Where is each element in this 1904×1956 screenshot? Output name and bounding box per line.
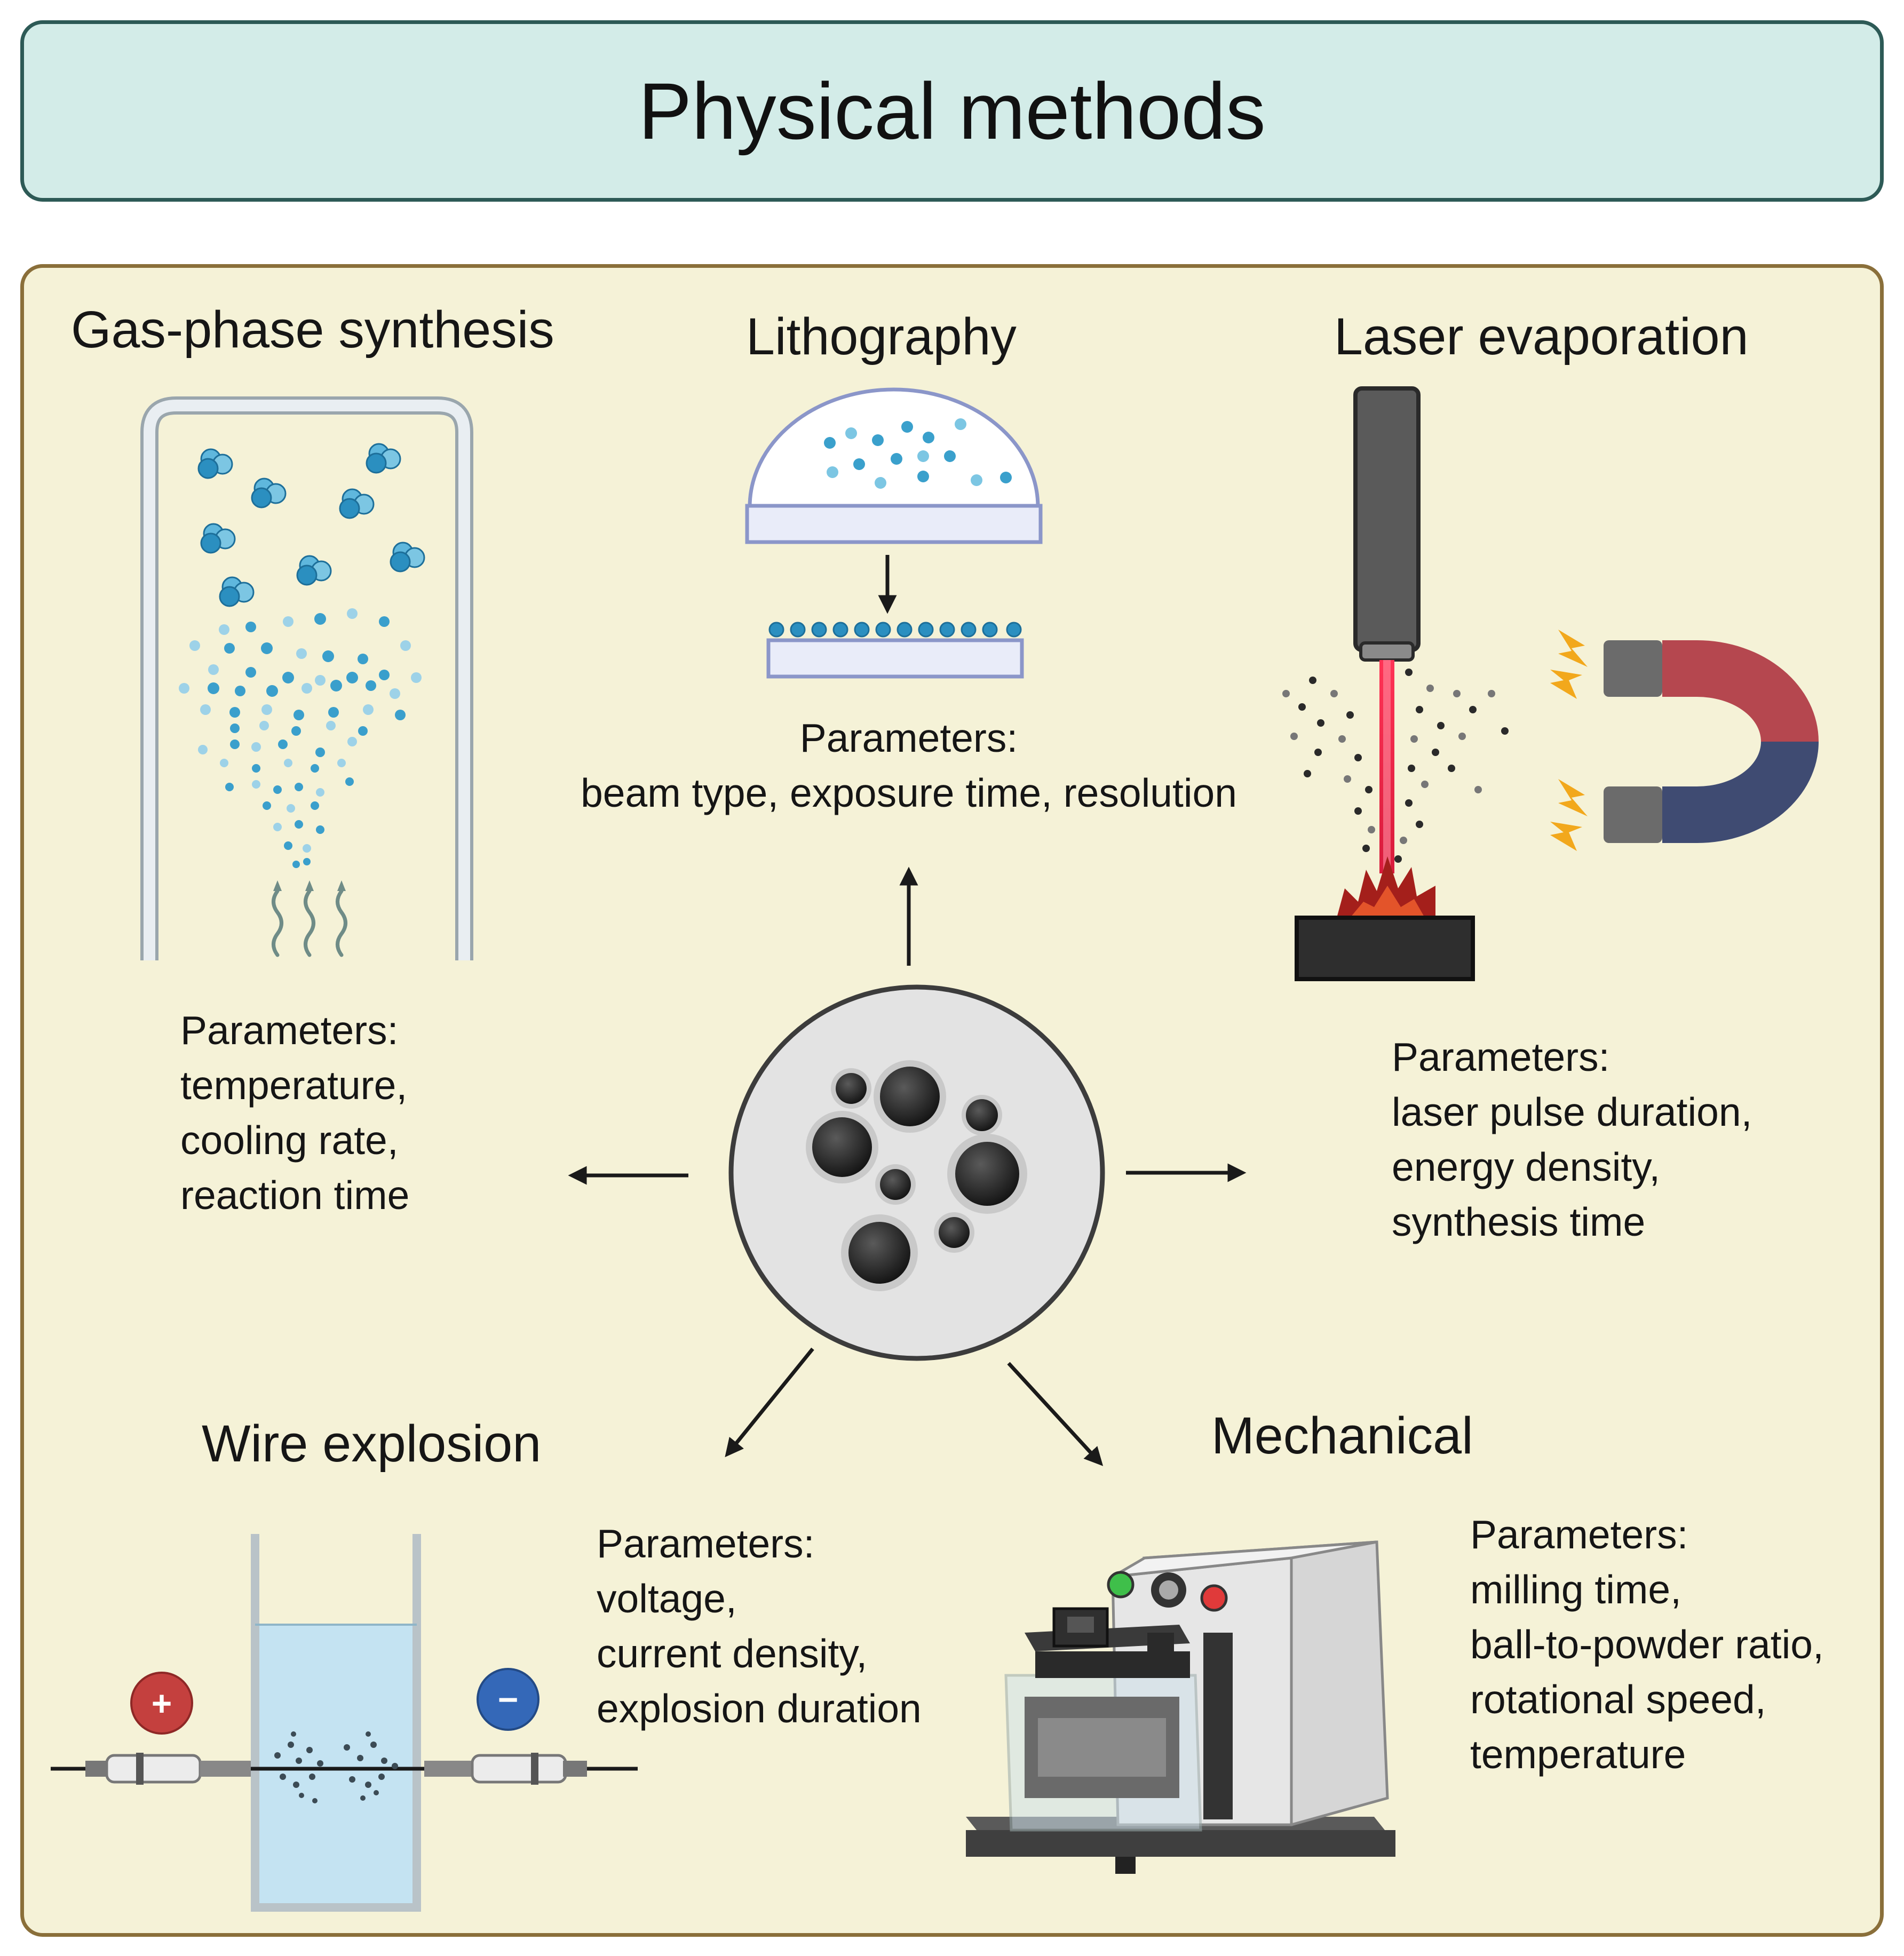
wire-parameters-label: Parameters: <box>597 1521 815 1566</box>
gas-phase-parameter: temperature, <box>180 1063 408 1108</box>
mechanical-parameter: rotational speed, <box>1470 1677 1766 1722</box>
mechanical-parameter: milling time, <box>1470 1567 1681 1612</box>
lithography-parameters-label: Parameters: <box>799 715 1018 760</box>
wire-parameter: voltage, <box>597 1576 737 1621</box>
mechanical-parameter: ball-to-powder ratio, <box>1470 1622 1824 1667</box>
lithography-parameter: beam type, exposure time, resolution <box>581 770 1237 815</box>
laser-parameters-label: Parameters: <box>1392 1035 1610 1079</box>
mechanical-title: Mechanical <box>1211 1406 1473 1465</box>
connector-arrows <box>568 866 1247 1466</box>
gas-phase-parameter: cooling rate, <box>180 1118 399 1163</box>
ball-mill-icon <box>966 1540 1395 1874</box>
lithography-title: Lithography <box>746 307 1017 365</box>
gas-phase-parameters-label: Parameters: <box>180 1008 399 1053</box>
header-banner: Physical methods <box>20 20 1884 202</box>
gas-phase-reactor-icon <box>140 396 473 960</box>
laser-parameter: synthesis time <box>1392 1199 1646 1244</box>
mechanical-parameters-label: Parameters: <box>1470 1512 1688 1557</box>
laser-evaporation-icon <box>1282 386 1819 981</box>
laser-evaporation-title: Laser evaporation <box>1334 307 1749 365</box>
page-title: Physical methods <box>638 66 1266 156</box>
negative-terminal-label: − <box>497 1680 519 1719</box>
wire-parameter: explosion duration <box>597 1686 922 1731</box>
mechanical-parameters: Parameters: milling time, ball-to-powder… <box>1470 1507 1824 1782</box>
nanoparticles-sample-icon <box>728 984 1105 1361</box>
positive-terminal-label: + <box>151 1683 172 1723</box>
laser-parameter: laser pulse duration, <box>1392 1090 1752 1134</box>
laser-parameter: energy density, <box>1392 1144 1661 1189</box>
gas-phase-title: Gas-phase synthesis <box>71 300 554 359</box>
wire-explosion-icon <box>51 1534 638 1912</box>
lithography-parameters: Parameters: beam type, exposure time, re… <box>570 711 1248 821</box>
gas-phase-parameters: Parameters: temperature, cooling rate, r… <box>180 1003 409 1223</box>
lithography-icon <box>745 387 1043 679</box>
wire-explosion-title: Wire explosion <box>202 1414 542 1473</box>
wire-parameter: current density, <box>597 1631 868 1676</box>
laser-parameters: Parameters: laser pulse duration, energy… <box>1392 1030 1752 1250</box>
gas-phase-parameter: reaction time <box>180 1173 410 1218</box>
wire-explosion-parameters: Parameters: voltage, current density, ex… <box>597 1516 922 1736</box>
mechanical-parameter: temperature <box>1470 1732 1686 1777</box>
